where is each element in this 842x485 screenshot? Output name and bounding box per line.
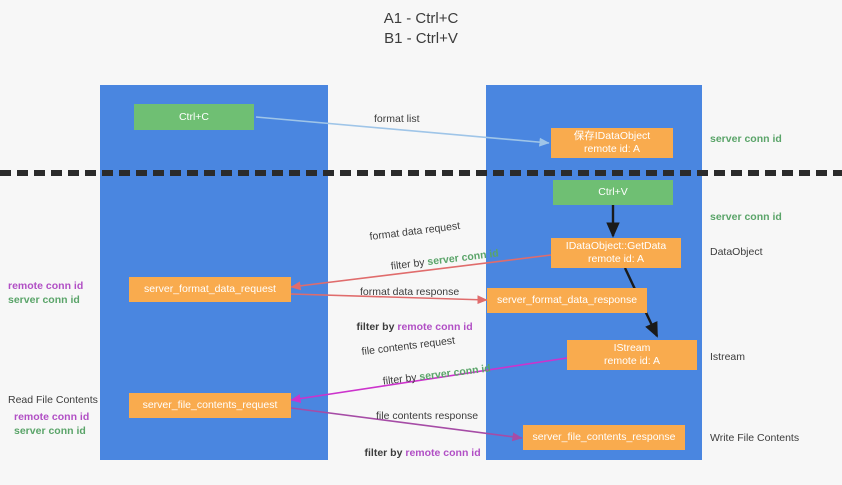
left-label-group-2: remote conn id server conn id [14,410,89,438]
left-label-group-1: remote conn id server conn id [8,279,83,307]
box-server-format-data-request[interactable]: server_format_data_request [129,277,291,302]
right-label-write-file-contents: Write File Contents [710,432,800,444]
box-ctrl-c[interactable]: Ctrl+C [134,104,254,130]
edge-label-format-list: format list [374,113,420,125]
edge-label-format-data-response: format data response [360,286,460,298]
left-label-read-file-contents: Read File Contents [8,394,98,406]
filter-prefix-1: filter by [390,256,429,273]
box-getdata-line2: remote id: A [587,253,645,265]
edge-label-file-contents-response-group: file contents response filter by remote … [365,409,481,474]
box-getdata-line1: IDataObject::GetData [565,240,667,252]
box-save-idataobject[interactable]: 保存IDataObject remote id: A [551,128,673,158]
filter-value-server-conn-id-2: server conn id [418,362,492,384]
right-label-dataobject: DataObject [710,246,763,258]
box-save-idataobject-line2: remote id: A [583,143,641,155]
box-server-file-contents-response-label: server_file_contents_response [532,431,676,443]
edge-label-file-contents-response-filter: filter by remote conn id [347,432,481,474]
box-istream-line1: IStream [613,342,651,354]
edge-label-format-data-response-group: format data response filter by remote co… [357,285,473,348]
filter-prefix-4: filter by [364,447,406,459]
box-ctrl-v-label: Ctrl+V [598,186,628,198]
left-label-remote-conn-id-1: remote conn id [8,280,84,292]
edge-label-file-contents-request-group: file contents request filter by server c… [361,335,494,411]
box-server-file-contents-request-label: server_file_contents_request [142,399,278,411]
edge-label-format-data-response-filter: filter by remote conn id [339,306,473,348]
filter-prefix-3: filter by [382,371,421,388]
left-label-remote-conn-id-2: remote conn id [14,411,90,423]
box-server-format-data-request-label: server_format_data_request [144,283,276,295]
filter-prefix-2: filter by [356,321,398,333]
filter-value-remote-conn-id-1: remote conn id [397,321,473,333]
right-label-server-conn-id-top: server conn id [710,133,782,145]
left-label-server-conn-id-1: server conn id [8,294,80,306]
filter-value-server-conn-id-1: server conn id [426,247,500,269]
box-istream[interactable]: IStream remote id: A [567,340,697,370]
phase-divider [0,170,842,176]
right-label-server-conn-id-mid: server conn id [710,211,782,223]
edge-label-file-contents-response: file contents response [376,410,479,422]
box-ctrl-v[interactable]: Ctrl+V [553,180,673,205]
page-title: A1 - Ctrl+C B1 - Ctrl+V [383,10,459,47]
left-label-server-conn-id-2: server conn id [14,425,86,437]
filter-value-remote-conn-id-2: remote conn id [405,447,481,459]
box-save-idataobject-line1: 保存IDataObject [573,130,651,142]
box-server-format-data-response[interactable]: server_format_data_response [487,288,647,313]
box-server-file-contents-request[interactable]: server_file_contents_request [129,393,291,418]
right-label-istream: Istream [710,351,746,363]
box-istream-line2: remote id: A [603,355,661,367]
box-getdata[interactable]: IDataObject::GetData remote id: A [551,238,681,268]
box-ctrl-c-label: Ctrl+C [178,110,210,123]
box-server-file-contents-response[interactable]: server_file_contents_response [523,425,685,450]
box-server-format-data-response-label: server_format_data_response [496,294,638,306]
